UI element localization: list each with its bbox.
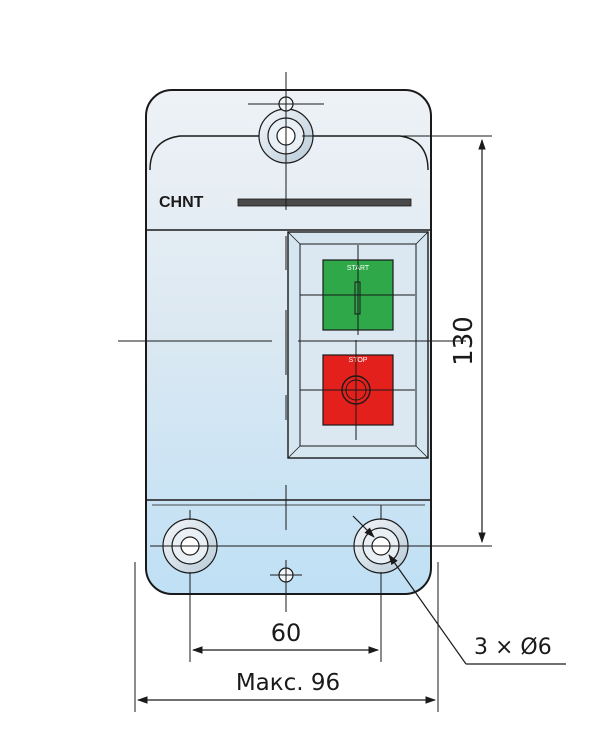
dimension-hole-spacing: 60: [189, 572, 382, 662]
dimension-height-label: 130: [449, 316, 479, 366]
dimension-hole-diameter-label: 3 × Ø6: [474, 635, 552, 660]
centerlines: [118, 72, 492, 612]
dimension-hole-diameter: 3 × Ø6: [352, 515, 566, 665]
dimension-max-width-label: Макс. 96: [236, 670, 340, 696]
dimension-max-width: Макс. 96: [134, 562, 439, 712]
brand-logo: CHNT: [159, 194, 204, 211]
stop-label: STOP: [349, 357, 368, 364]
dimension-height: 130: [449, 138, 486, 544]
ventilation-slot: [237, 198, 412, 207]
dimension-hole-spacing-label: 60: [271, 619, 302, 647]
